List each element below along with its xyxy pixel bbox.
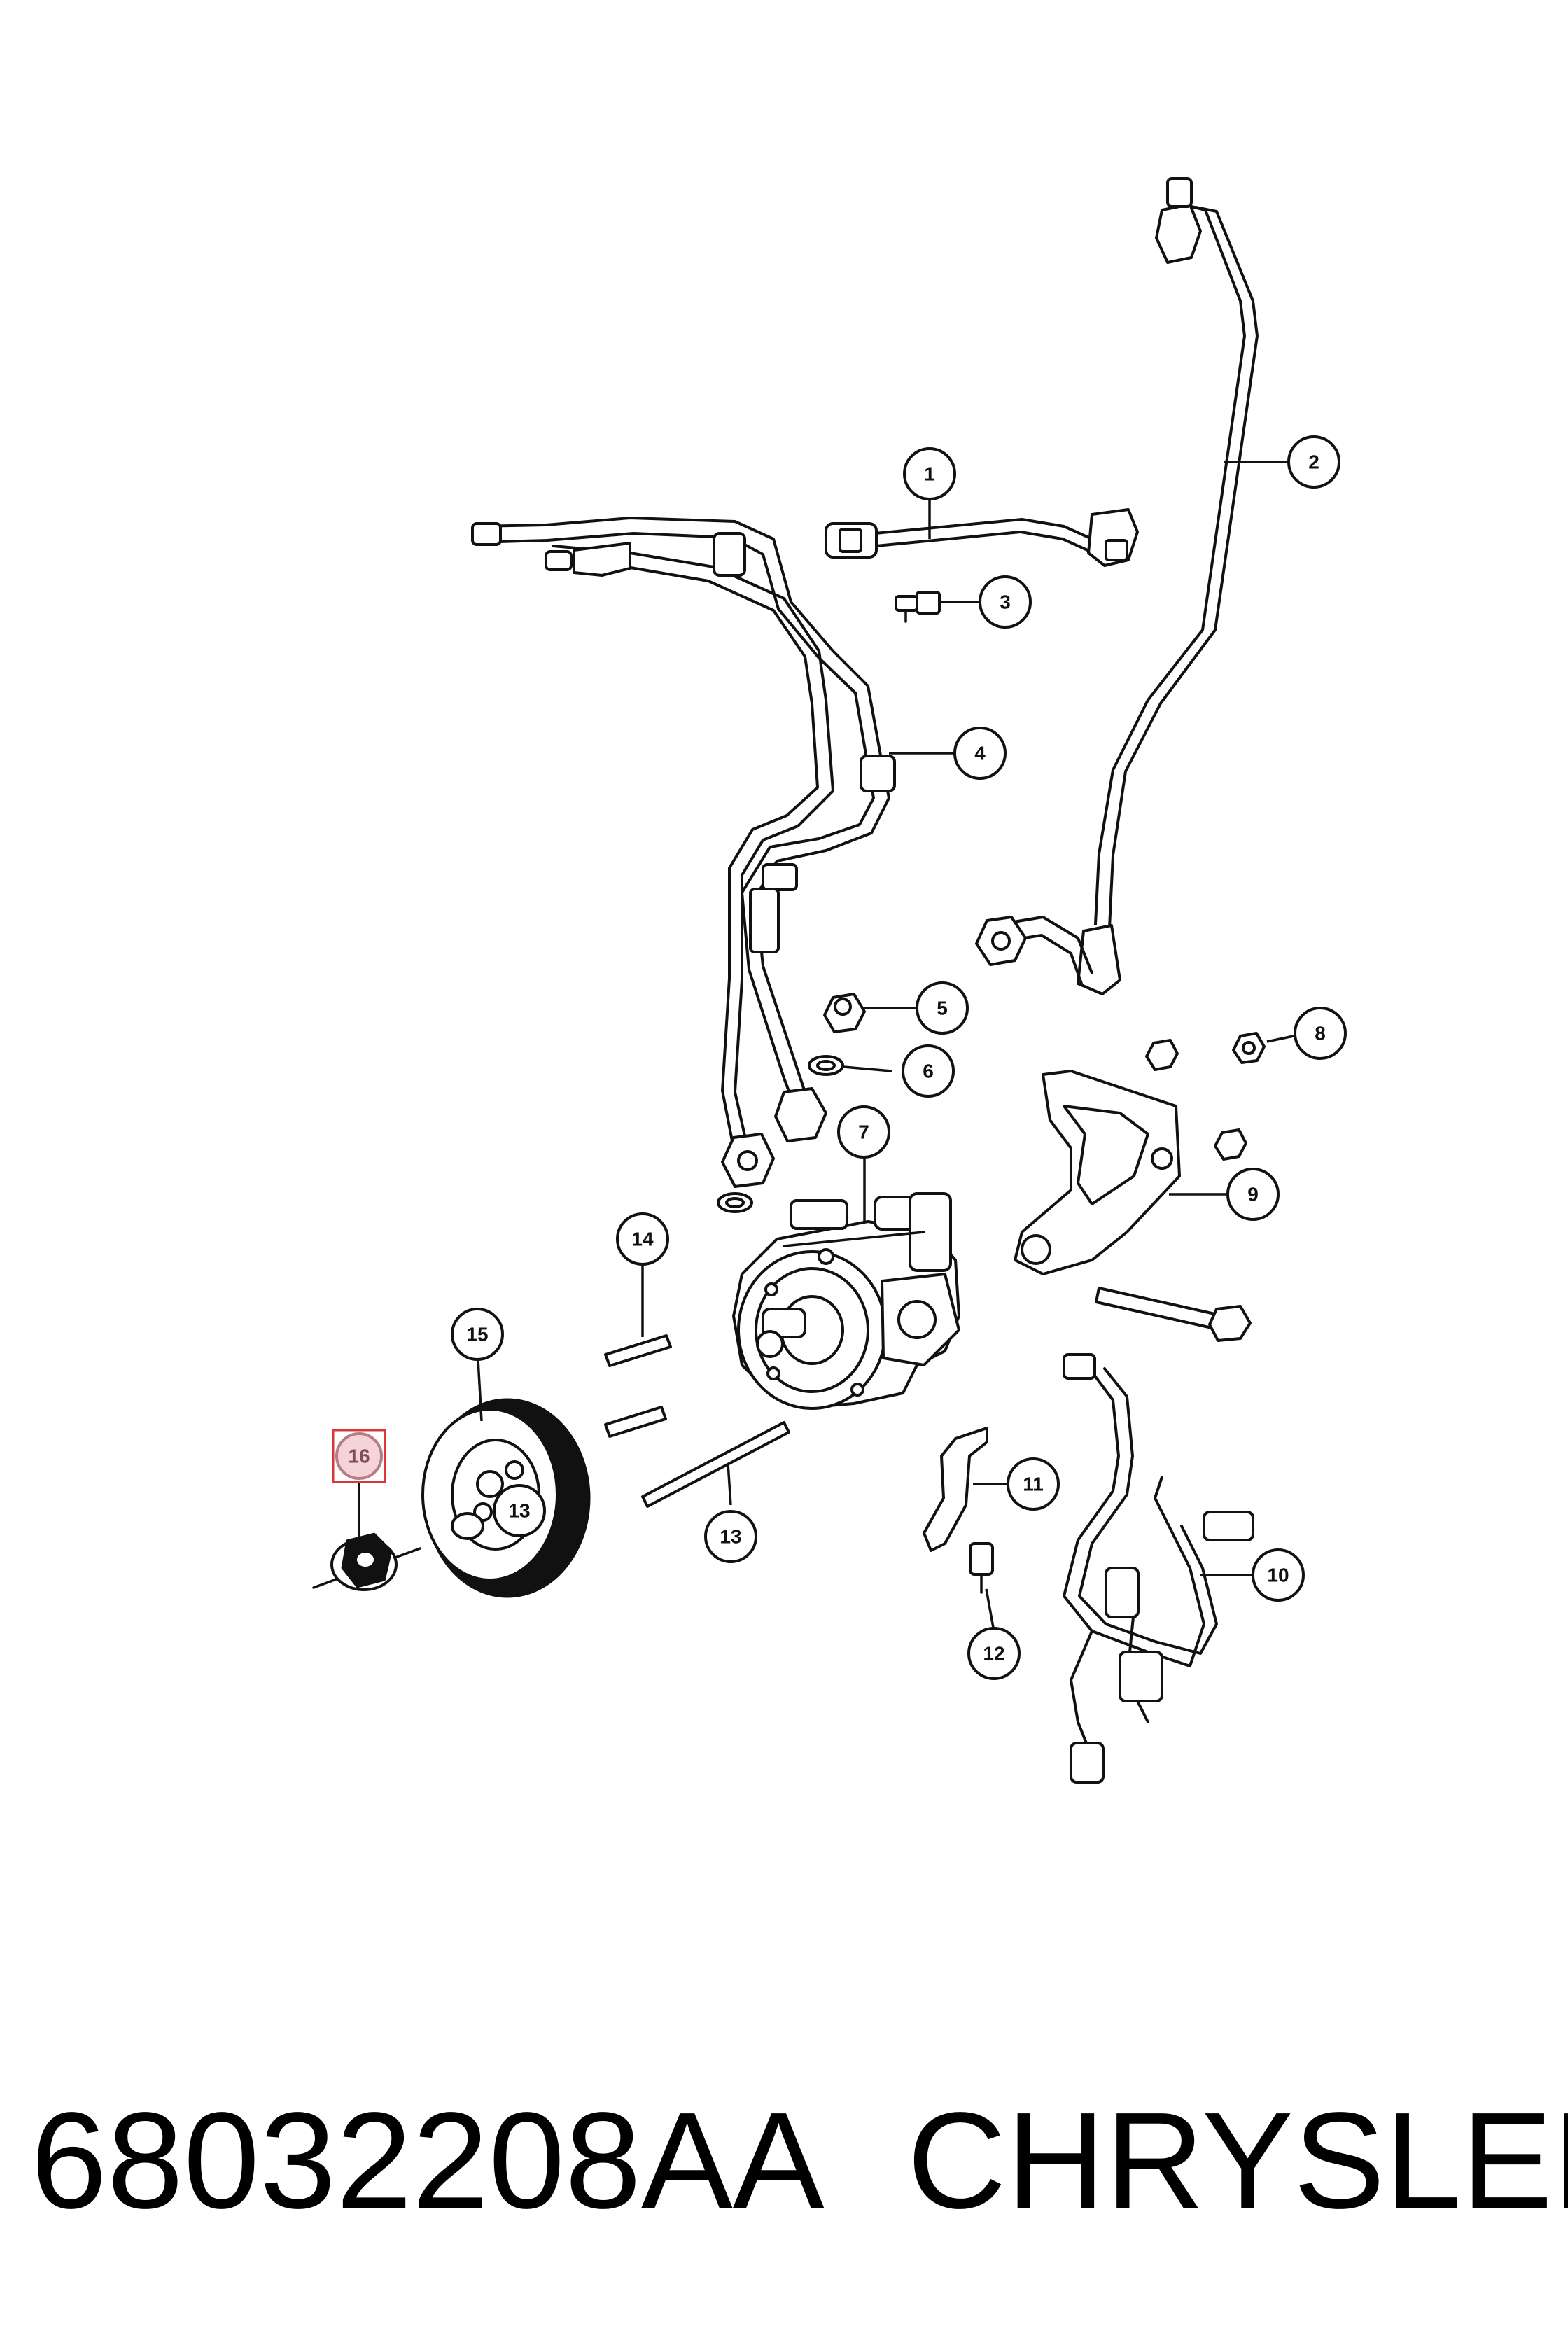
callout-2-label: 2 — [1308, 451, 1320, 473]
wire-harness-10-drawing — [1063, 1353, 1254, 1784]
callout-16-highlighted[interactable]: 16 — [332, 1429, 386, 1483]
callout-13-shaft[interactable]: 13 — [704, 1510, 757, 1563]
callout-5[interactable]: 5 — [916, 981, 969, 1035]
callout-3-label: 3 — [1000, 592, 1011, 613]
callout-7-label: 7 — [858, 1121, 869, 1143]
callout-8-label: 8 — [1315, 1023, 1326, 1044]
callout-6[interactable]: 6 — [902, 1044, 955, 1098]
washer-6-drawing — [808, 1055, 844, 1076]
callout-15[interactable]: 15 — [451, 1308, 504, 1361]
washer-drawing — [717, 1192, 753, 1213]
callout-14-label: 14 — [631, 1228, 654, 1250]
bracket-11-drawing — [923, 1427, 988, 1552]
callout-13-pin-label: 13 — [508, 1500, 530, 1522]
fuel-return-line-1-drawing — [825, 508, 1139, 567]
callout-9[interactable]: 9 — [1226, 1168, 1280, 1221]
callout-14[interactable]: 14 — [616, 1212, 669, 1266]
callout-13-shaft-label: 13 — [720, 1526, 741, 1548]
callout-1-label: 1 — [924, 463, 935, 485]
callout-6-label: 6 — [923, 1060, 934, 1082]
dowel-pin-14-drawing — [604, 1334, 672, 1438]
fuel-tube-4-drawing — [471, 517, 896, 1188]
callout-16-label: 16 — [348, 1446, 370, 1467]
callout-7[interactable]: 7 — [837, 1105, 890, 1158]
bolt-drawing — [1095, 1287, 1252, 1342]
callout-11[interactable]: 11 — [1007, 1457, 1060, 1511]
callout-1[interactable]: 1 — [903, 447, 956, 500]
nut-8-drawing — [1145, 1032, 1266, 1161]
callout-13-pin[interactable]: 13 — [493, 1484, 546, 1537]
highlight-box — [332, 1429, 386, 1483]
part-number: 68032208AA — [31, 2084, 825, 2237]
shaft-13-drawing — [641, 1421, 790, 1508]
callout-12[interactable]: 12 — [967, 1627, 1021, 1680]
callout-11-label: 11 — [1023, 1474, 1044, 1495]
callout-15-label: 15 — [466, 1324, 488, 1345]
nut-5-drawing — [823, 993, 866, 1033]
callout-4-label: 4 — [974, 743, 986, 764]
callout-5-label: 5 — [937, 997, 948, 1019]
brand-name: CHRYSLER — [907, 2084, 1568, 2237]
callout-10-label: 10 — [1267, 1564, 1289, 1586]
sensor-12-drawing — [969, 1542, 994, 1594]
nut-16-drawing — [312, 1532, 421, 1591]
callout-10[interactable]: 10 — [1252, 1548, 1305, 1602]
callout-9-label: 9 — [1247, 1184, 1259, 1205]
fitting-3-drawing — [895, 591, 941, 623]
fuel-line-2-drawing — [975, 177, 1259, 995]
callout-8[interactable]: 8 — [1294, 1007, 1347, 1060]
callout-3[interactable]: 3 — [979, 575, 1032, 629]
callout-2[interactable]: 2 — [1287, 435, 1340, 489]
callout-12-label: 12 — [983, 1643, 1004, 1665]
callout-4[interactable]: 4 — [953, 727, 1007, 780]
injection-pump-7-drawing — [732, 1192, 960, 1410]
bracket-9-drawing — [1014, 1070, 1181, 1275]
